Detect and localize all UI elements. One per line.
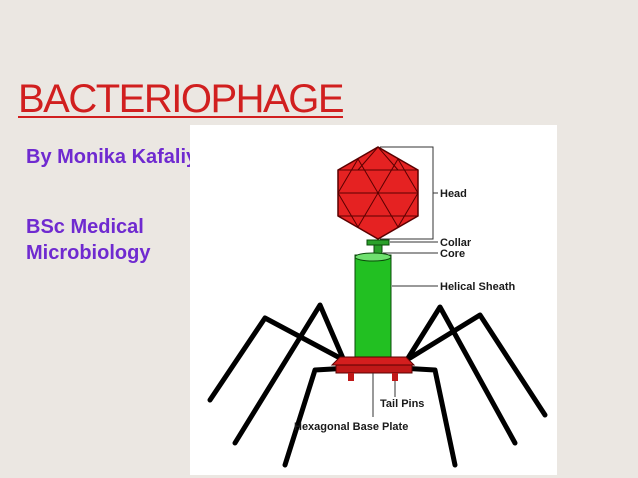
degree-line-2: Microbiology: [26, 242, 151, 264]
degree-text: BSc Medical Microbiology: [26, 214, 150, 266]
degree-line-1: BSc Medical: [26, 216, 144, 238]
phage-head: [337, 146, 419, 240]
phage-collar: [366, 239, 390, 246]
capsid-facets: [337, 146, 419, 228]
tail-fiber-left-inner: [282, 365, 353, 468]
helical-sheath: [354, 252, 392, 361]
bacteriophage-illustration: Head Collar Core Helical Sheath Tail Pin…: [207, 146, 548, 468]
label-leaders: [372, 146, 438, 417]
tail-fiber-left-mid: [232, 302, 348, 446]
tail-fiber-left-outer: [207, 315, 343, 403]
bacteriophage-diagram: Head Collar Core Helical Sheath Tail Pin…: [190, 125, 557, 475]
author-name: By Monika Kafaliya: [26, 146, 209, 168]
tail-fiber-right-mid: [402, 304, 518, 446]
tail-pin-right: [392, 373, 398, 381]
tail-pin-left: [348, 373, 354, 381]
label-tail-pins: Tail Pins: [380, 398, 424, 410]
tail-fiber-right-inner: [397, 365, 458, 468]
hexagonal-base-plate: [330, 356, 416, 381]
tail-fiber-right-outer: [407, 312, 548, 418]
label-head: Head: [440, 188, 467, 200]
label-collar: Collar: [440, 237, 472, 249]
label-core: Core: [440, 248, 465, 260]
slide-title: BACTERIOPHAGE: [18, 77, 345, 121]
label-base-plate: Hexagonal Base Plate: [294, 421, 408, 433]
label-helical-sheath: Helical Sheath: [440, 281, 515, 293]
